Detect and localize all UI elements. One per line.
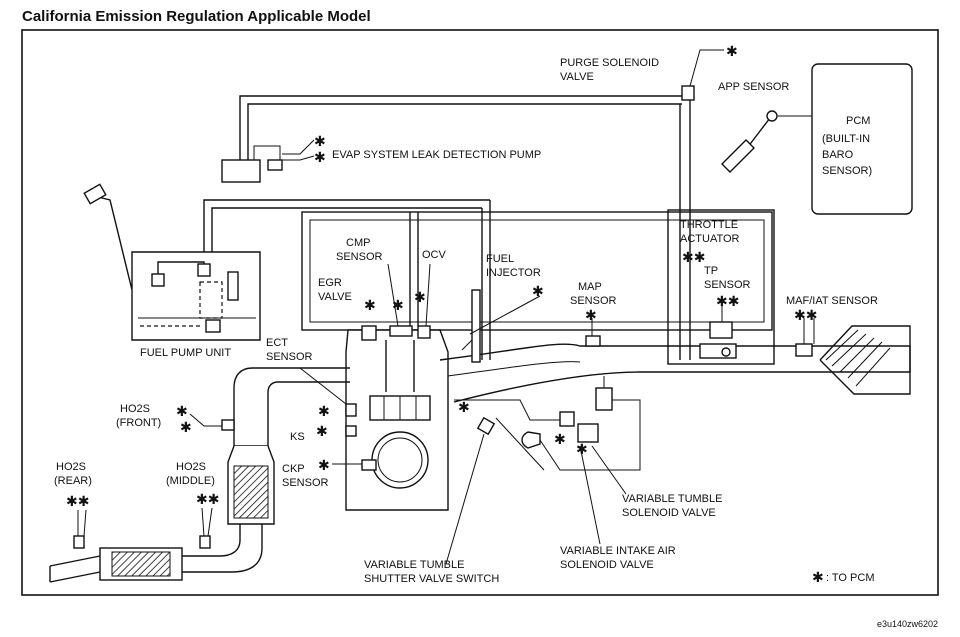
engine-block bbox=[345, 329, 449, 511]
throttle-actuator-box bbox=[667, 209, 775, 365]
tp-asterisks: ✱✱ bbox=[716, 294, 739, 310]
tp-label-1: TP bbox=[704, 265, 718, 277]
intake-area bbox=[301, 211, 773, 331]
cmp-label-2: SENSOR bbox=[336, 251, 383, 263]
ckp-label-1: CKP bbox=[282, 463, 305, 475]
purge-label-2: VALVE bbox=[560, 71, 594, 83]
ho2s-middle-sensor bbox=[199, 535, 211, 549]
intake-manifold bbox=[439, 343, 911, 403]
fuel-injector-label-2: INJECTOR bbox=[486, 267, 541, 279]
app-sensor-label: APP SENSOR bbox=[718, 81, 789, 93]
ho2s-rear-label-1: HO2S bbox=[56, 461, 86, 473]
evap-leak-pump bbox=[221, 159, 261, 183]
ho2s-rear-asterisks: ✱✱ bbox=[66, 494, 89, 510]
tp-label-2: SENSOR bbox=[704, 279, 751, 291]
ect-label-1: ECT bbox=[266, 337, 288, 349]
ect-label-2: SENSOR bbox=[266, 351, 313, 363]
tp-sensor-box bbox=[709, 321, 733, 339]
throttle-asterisks: ✱✱ bbox=[682, 250, 705, 266]
purge-label-1: PURGE SOLENOID bbox=[560, 57, 659, 69]
vtsvs-label-1: VARIABLE TUMBLE bbox=[364, 559, 464, 571]
fuel-injector-asterisk: ✱ bbox=[532, 284, 544, 300]
vts-label-2: SOLENOID VALVE bbox=[622, 507, 716, 519]
legend-label: : TO PCM bbox=[826, 572, 875, 584]
ho2s-rear-sensor bbox=[73, 535, 85, 549]
ho2s-front-sensor bbox=[221, 419, 235, 431]
ho2s-mid-asterisks: ✱✱ bbox=[196, 492, 219, 508]
map-label-1: MAP bbox=[578, 281, 602, 293]
ocv-label: OCV bbox=[422, 249, 447, 261]
vts-asterisk-b: ✱ bbox=[576, 442, 588, 458]
evap-label: EVAP SYSTEM LEAK DETECTION PUMP bbox=[332, 149, 541, 161]
vts-asterisk-a: ✱ bbox=[554, 432, 566, 448]
fuel-pump-label: FUEL PUMP UNIT bbox=[140, 347, 231, 359]
vt-shutter-valve-switch bbox=[476, 416, 496, 436]
egr-valve bbox=[361, 325, 377, 341]
egr-label-1: EGR bbox=[318, 277, 342, 289]
maf-asterisks: ✱✱ bbox=[794, 308, 817, 324]
cmp-sensor bbox=[389, 325, 413, 337]
egr-asterisk: ✱ bbox=[364, 298, 376, 314]
pcm-label-2: (BUILT-IN bbox=[822, 133, 870, 145]
ect-asterisk: ✱ bbox=[318, 404, 330, 420]
pcm-label-3: BARO bbox=[822, 149, 854, 161]
map-sensor bbox=[585, 335, 601, 347]
fuel-injector-label-1: FUEL bbox=[486, 253, 514, 265]
cmp-asterisk: ✱ bbox=[392, 298, 404, 314]
app-sensor-pedal bbox=[721, 110, 812, 173]
legend-asterisk: ✱ bbox=[812, 570, 824, 586]
ckp-label-2: SENSOR bbox=[282, 477, 329, 489]
ocv bbox=[417, 325, 431, 339]
diagram-title: California Emission Regulation Applicabl… bbox=[22, 8, 371, 25]
via-label-1: VARIABLE INTAKE AIR bbox=[560, 545, 676, 557]
vtsvs-label-2: SHUTTER VALVE SWITCH bbox=[364, 573, 499, 585]
ho2s-mid-label-2: (MIDDLE) bbox=[166, 475, 215, 487]
evap-asterisk-1: ✱ bbox=[314, 134, 326, 150]
maf-label: MAF/IAT SENSOR bbox=[786, 295, 878, 307]
via-label-2: SOLENOID VALVE bbox=[560, 559, 654, 571]
ho2s-front-asterisk-1: ✱ bbox=[176, 404, 188, 420]
knock-sensor bbox=[345, 425, 357, 437]
ho2s-mid-label-1: HO2S bbox=[176, 461, 206, 473]
ho2s-rear-label-2: (REAR) bbox=[54, 475, 92, 487]
throttle-label-1: THROTTLE bbox=[680, 219, 738, 231]
ho2s-front-label-1: HO2S bbox=[120, 403, 150, 415]
pcm-label-1: PCM bbox=[846, 115, 870, 127]
maf-iat-sensor bbox=[795, 343, 813, 357]
variable-tumble-solenoid bbox=[454, 376, 641, 471]
ocv-asterisk: ✱ bbox=[414, 290, 426, 306]
ect-sensor bbox=[345, 403, 357, 417]
cmp-label-1: CMP bbox=[346, 237, 370, 249]
purge-solenoid-valve bbox=[681, 85, 695, 101]
pcm-label-4: SENSOR) bbox=[822, 165, 872, 177]
ho2s-front-label-2: (FRONT) bbox=[116, 417, 161, 429]
purge-asterisk: ✱ bbox=[726, 44, 738, 60]
map-asterisk: ✱ bbox=[585, 308, 597, 324]
ckp-asterisk: ✱ bbox=[318, 458, 330, 474]
ks-label: KS bbox=[290, 431, 305, 443]
image-code: e3u140zw6202 bbox=[876, 619, 938, 629]
throttle-label-2: ACTUATOR bbox=[680, 233, 740, 245]
vts-label-1: VARIABLE TUMBLE bbox=[622, 493, 722, 505]
ks-asterisk: ✱ bbox=[316, 424, 328, 440]
pcm-box bbox=[811, 63, 913, 215]
vtsvs-asterisk: ✱ bbox=[458, 400, 470, 416]
egr-label-2: VALVE bbox=[318, 291, 352, 303]
fuel-injector bbox=[471, 289, 481, 363]
map-label-2: SENSOR bbox=[570, 295, 617, 307]
ho2s-front-asterisk-2: ✱ bbox=[180, 420, 192, 436]
air-cleaner bbox=[819, 325, 911, 395]
evap-asterisk-2: ✱ bbox=[314, 150, 326, 166]
